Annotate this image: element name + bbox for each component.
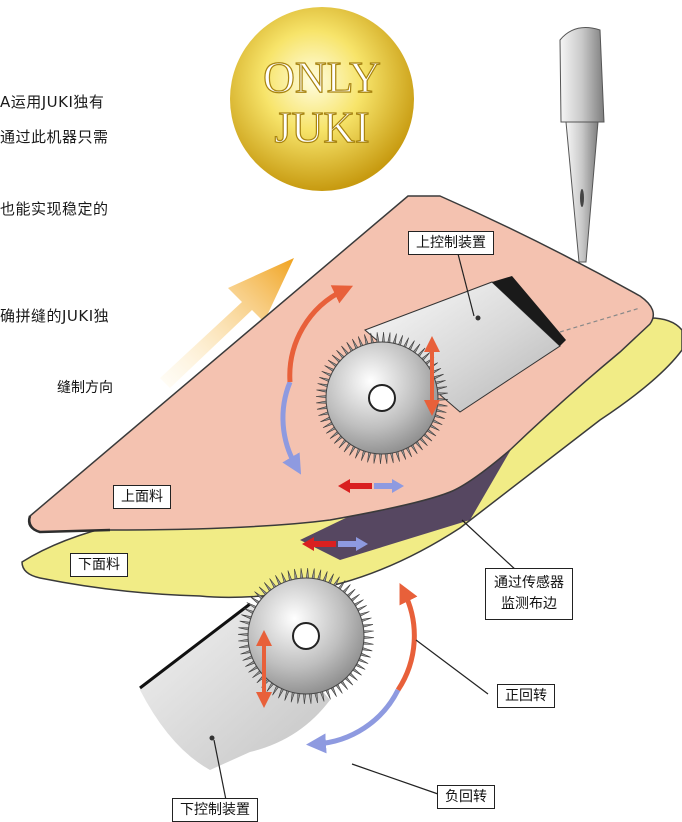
intro-line-4: 确拼缝的JUKI独 bbox=[0, 305, 109, 326]
badge-line2: JUKI bbox=[274, 103, 369, 152]
lower-control-label: 下控制装置 bbox=[172, 798, 258, 822]
upper-control-label: 上控制装置 bbox=[408, 231, 494, 255]
intro-line-1: A运用JUKI独有 bbox=[0, 91, 104, 112]
only-juki-badge: ONLY JUKI bbox=[230, 7, 414, 191]
badge-line1: ONLY bbox=[263, 53, 381, 102]
sensor-label: 通过传感器 监测布边 bbox=[485, 568, 573, 620]
intro-line-2: 通过此机器只需 bbox=[0, 126, 109, 147]
lower-fabric-label: 下面料 bbox=[70, 553, 128, 577]
forward-rotation-label: 正回转 bbox=[497, 684, 555, 708]
lower-forward-arc bbox=[398, 592, 414, 690]
intro-line-3: 也能实现稳定的 bbox=[0, 198, 109, 219]
reverse-rotation-label: 负回转 bbox=[437, 785, 495, 809]
upper-fabric-label: 上面料 bbox=[113, 485, 171, 509]
needle-icon bbox=[560, 28, 604, 262]
sewing-direction-label: 缝制方向 bbox=[57, 377, 113, 397]
